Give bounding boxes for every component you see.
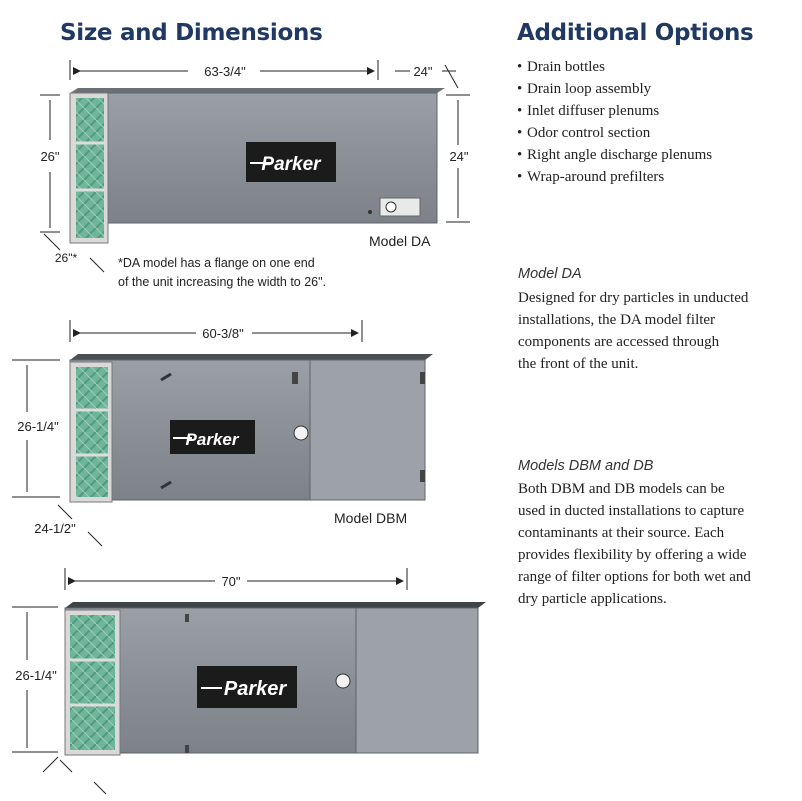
control-knob-icon bbox=[385, 201, 397, 213]
access-door bbox=[355, 607, 479, 754]
model-dbm-description-title: Models DBM and DB bbox=[518, 458, 654, 474]
da-height-left-label: 26" bbox=[40, 149, 59, 164]
access-door bbox=[309, 359, 426, 501]
da-note-line: *DA model has a flange on one end bbox=[118, 256, 315, 270]
parker-logo-text: Parker bbox=[261, 154, 322, 175]
dbm-height-label: 26-1/4" bbox=[17, 419, 59, 434]
option-item: Odor control section bbox=[517, 122, 712, 144]
options-list: Drain bottles Drain loop assembly Inlet … bbox=[517, 56, 712, 188]
db-width-label: 70" bbox=[221, 574, 240, 589]
model-dbm-label: Model DBM bbox=[334, 510, 407, 526]
description-line: Both DBM and DB models can be bbox=[518, 481, 725, 497]
model-da-label: Model DA bbox=[369, 233, 431, 249]
option-item: Wrap-around prefilters bbox=[517, 166, 712, 188]
dbm-width-label: 60-3/8" bbox=[202, 326, 244, 341]
model-da-description-title: Model DA bbox=[518, 266, 582, 282]
gauge-icon bbox=[335, 673, 351, 689]
indicator-icon bbox=[368, 210, 372, 214]
da-front-depth-label: 26"* bbox=[55, 251, 78, 265]
description-line: installations, the DA model filter bbox=[518, 312, 716, 328]
description-line: components are accessed through bbox=[518, 334, 720, 350]
cabinet-top bbox=[70, 88, 445, 93]
model-dbm-description: Both DBM and DB models can be used in du… bbox=[518, 478, 793, 610]
size-dimensions-heading: Size and Dimensions bbox=[60, 20, 323, 46]
unit-illustrations: Parker 63-3/4" 24" 26" 24" 26"* *DA mode… bbox=[12, 60, 486, 795]
description-line: range of filter options for both wet and bbox=[518, 569, 751, 585]
model-db-unit bbox=[64, 602, 486, 756]
description-line: used in ducted installations to capture bbox=[518, 503, 745, 519]
cabinet-top bbox=[70, 354, 433, 360]
description-line: the front of the unit. bbox=[518, 356, 639, 372]
option-item: Drain bottles bbox=[517, 56, 712, 78]
description-line: Designed for dry particles in unducted bbox=[518, 290, 749, 306]
filter-media bbox=[76, 98, 104, 238]
option-item: Inlet diffuser plenums bbox=[517, 100, 712, 122]
model-da-description: Designed for dry particles in unducted i… bbox=[518, 287, 793, 375]
additional-options-heading: Additional Options bbox=[517, 20, 754, 46]
description-line: dry particle applications. bbox=[518, 591, 667, 607]
dbm-depth-label: 24-1/2" bbox=[34, 521, 76, 536]
gauge-icon bbox=[293, 425, 309, 441]
model-da-unit bbox=[69, 88, 445, 244]
da-height-right-label: 24" bbox=[449, 149, 468, 164]
filter-media bbox=[76, 367, 108, 497]
description-line: contaminants at their source. Each bbox=[518, 525, 725, 541]
model-dbm-unit bbox=[69, 354, 433, 503]
cabinet-top bbox=[65, 602, 486, 608]
filter-media bbox=[70, 615, 115, 750]
da-note-line: of the unit increasing the width to 26". bbox=[118, 275, 326, 289]
description-line: provides flexibility by offering a wide bbox=[518, 547, 747, 563]
da-width-label: 63-3/4" bbox=[204, 64, 246, 79]
db-height-label: 26-1/4" bbox=[15, 668, 57, 683]
parker-logo-text: Parker bbox=[186, 430, 240, 449]
option-item: Right angle discharge plenums bbox=[517, 144, 712, 166]
parker-logo-text: Parker bbox=[224, 678, 287, 700]
da-depth-label: 24" bbox=[413, 64, 432, 79]
option-item: Drain loop assembly bbox=[517, 78, 712, 100]
